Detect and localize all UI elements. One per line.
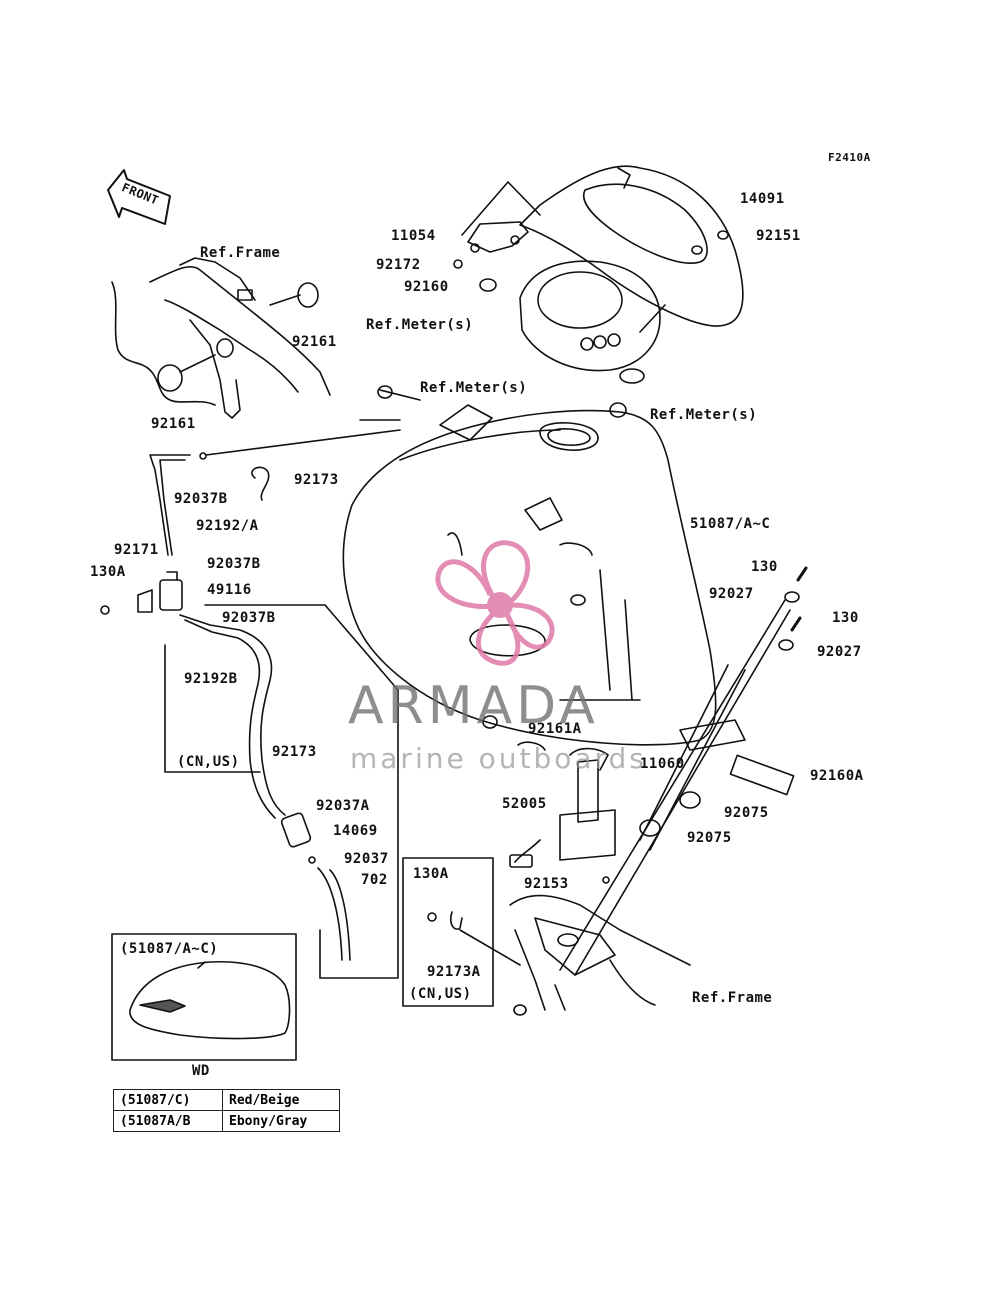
- part-92173a: 92173A: [427, 964, 481, 980]
- cap-11060: [517, 741, 546, 751]
- part-92172: 92172: [376, 257, 421, 273]
- part-92173: 92173: [272, 744, 317, 760]
- fuel-pump-52005: [509, 747, 616, 884]
- canister-14069: [280, 812, 312, 848]
- variant-label: (CN,US): [409, 986, 472, 1002]
- pad-92160a: [729, 754, 795, 796]
- ref-frame-label: Ref.Frame: [692, 990, 773, 1006]
- part-51087: 51087/A~C: [690, 516, 771, 532]
- part-92161a: 92161A: [528, 721, 582, 737]
- part-92037a: 92037A: [316, 798, 370, 814]
- ref-meter-label: Ref.Meter(s): [650, 407, 758, 423]
- clamp-92037b: [199, 452, 207, 460]
- part-92075: 92075: [687, 830, 732, 846]
- part-11060: 11060: [640, 756, 685, 772]
- part-92173: 92173: [294, 472, 339, 488]
- part-92027: 92027: [709, 586, 754, 602]
- table-cell: Ebony/Gray: [222, 1110, 340, 1132]
- part-130a: 130A: [413, 866, 449, 882]
- grommet-92160: [479, 278, 497, 292]
- part-92161: 92161: [151, 416, 196, 432]
- hose-92192a: [149, 454, 191, 556]
- ref-frame-label: Ref.Frame: [200, 245, 281, 261]
- figure-id: F2410A: [828, 151, 871, 164]
- color-table: (51087/C) Red/Beige (51087A/B Ebony/Gray: [113, 1089, 340, 1132]
- fuel-tank: [342, 404, 717, 746]
- table-cell: (51087A/B: [113, 1110, 223, 1132]
- part-92192b: 92192B: [184, 671, 238, 687]
- watermark-logo-icon: [435, 540, 555, 666]
- part-49116: 49116: [207, 582, 252, 598]
- part-92160: 92160: [404, 279, 449, 295]
- grommet-92172: [453, 259, 463, 269]
- part-92037: 92037: [344, 851, 389, 867]
- cn-us-box: [402, 857, 494, 1007]
- table-row: (51087A/B Ebony/Gray: [113, 1110, 340, 1132]
- part-92037b: 92037B: [174, 491, 228, 507]
- cn-us-bracket: [164, 604, 399, 979]
- part-92075: 92075: [724, 805, 769, 821]
- hose-702: [317, 867, 351, 961]
- clip-92173: [251, 466, 270, 501]
- part-130: 130: [751, 559, 778, 575]
- front-arrow-icon: [107, 169, 171, 225]
- ref-meter-label: Ref.Meter(s): [366, 317, 474, 333]
- part-52005: 52005: [502, 796, 547, 812]
- frame-left-view: [111, 257, 331, 419]
- inset-box: [111, 933, 297, 1061]
- table-cell: (51087/C): [113, 1089, 223, 1111]
- bracket-11054: [467, 221, 529, 253]
- part-92153: 92153: [524, 876, 569, 892]
- part-14091: 14091: [740, 191, 785, 207]
- part-92160a: 92160A: [810, 768, 864, 784]
- part-14069: 14069: [333, 823, 378, 839]
- fuel-filter-49116: [100, 571, 183, 615]
- part-130a: 130A: [90, 564, 126, 580]
- ref-meter-label: Ref.Meter(s): [420, 380, 528, 396]
- part-92161: 92161: [292, 334, 337, 350]
- inset-caption: WD: [192, 1063, 210, 1079]
- part-92192a: 92192/A: [196, 518, 259, 534]
- table-row: (51087/C) Red/Beige: [113, 1089, 340, 1111]
- part-130: 130: [832, 610, 859, 626]
- part-92171: 92171: [114, 542, 159, 558]
- meter-assembly: [519, 260, 666, 384]
- hose-92192b: [179, 614, 286, 816]
- variant-label: (CN,US): [177, 754, 240, 770]
- part-11054: 11054: [391, 228, 436, 244]
- part-702: 702: [361, 872, 388, 888]
- frame-right-view: [509, 894, 691, 1016]
- part-92027: 92027: [817, 644, 862, 660]
- watermark-brand: ARMADA: [348, 676, 599, 736]
- watermark-tagline: marine outboards: [350, 742, 647, 775]
- table-cell: Red/Beige: [222, 1089, 340, 1111]
- part-92151: 92151: [756, 228, 801, 244]
- meter-cover: [461, 165, 744, 327]
- inset-title: (51087/A~C): [120, 941, 219, 957]
- grommet-92151: [717, 230, 729, 240]
- part-92037b: 92037B: [207, 556, 261, 572]
- part-92037b: 92037B: [222, 610, 276, 626]
- inset-tank: [129, 960, 291, 1040]
